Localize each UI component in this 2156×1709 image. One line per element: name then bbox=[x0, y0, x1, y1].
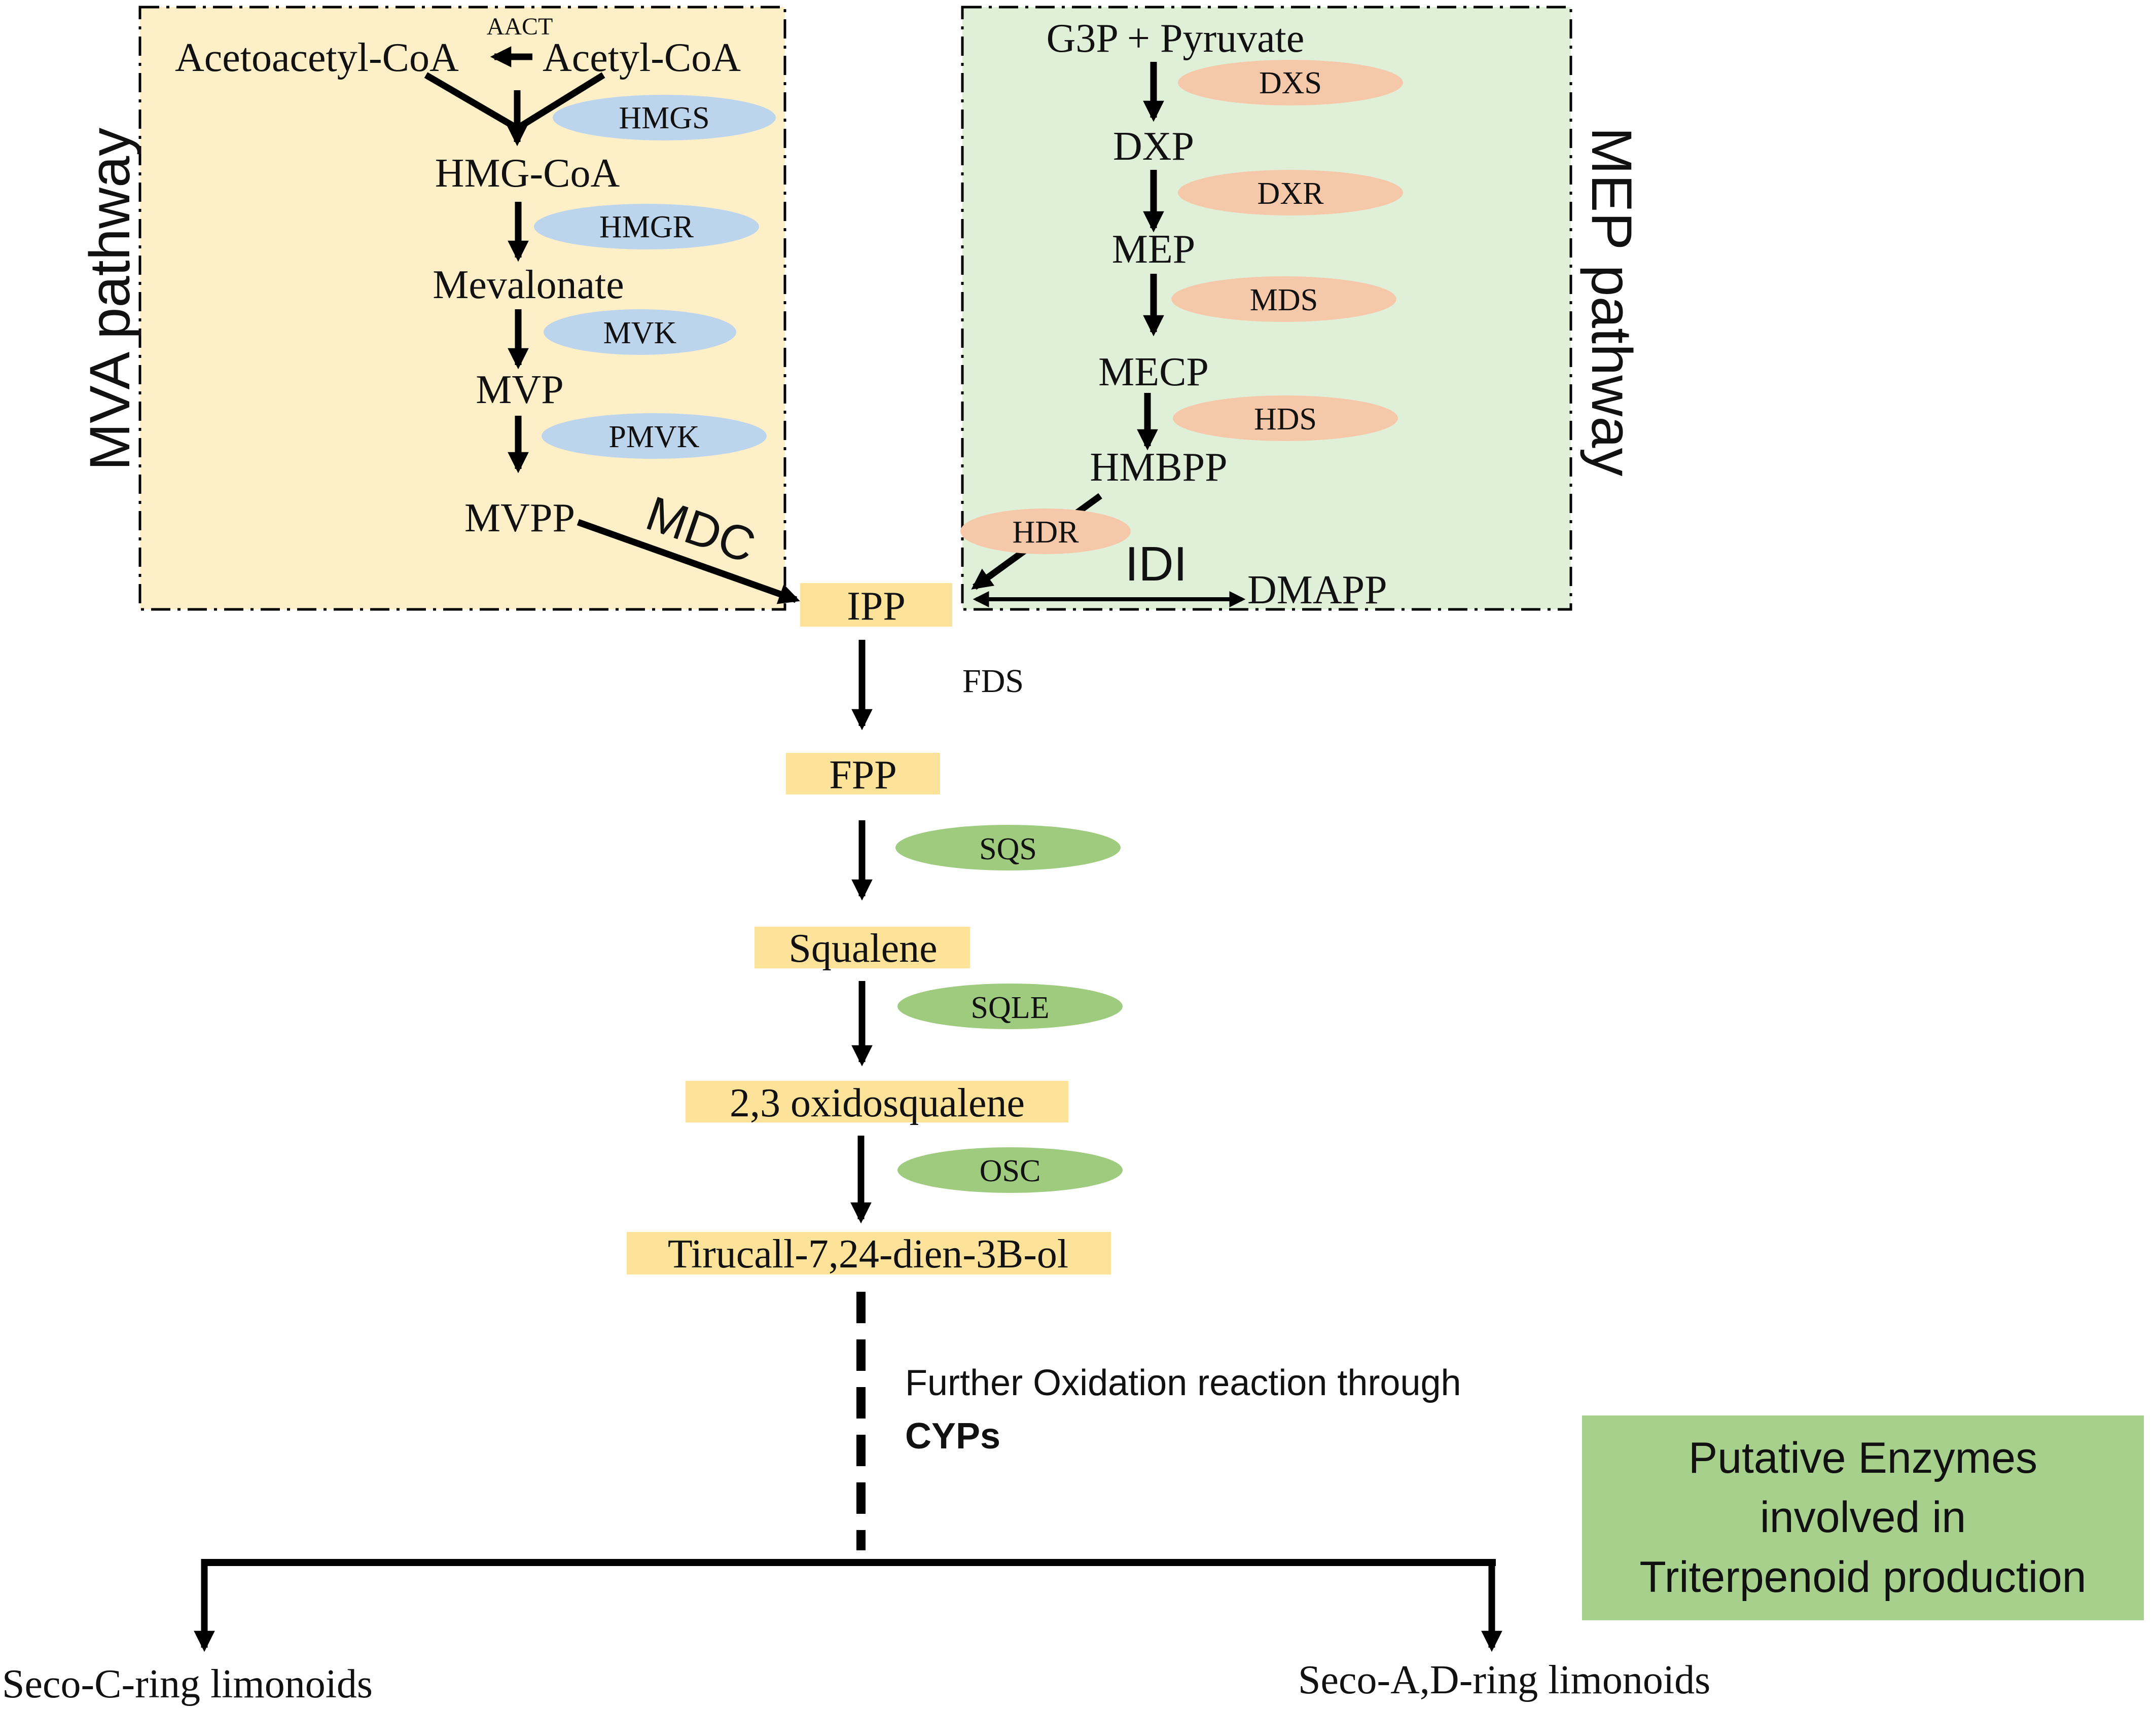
note-further-oxidation: Further Oxidation reaction through bbox=[905, 1363, 1461, 1403]
enzyme-dxs bbox=[1178, 60, 1403, 105]
enzyme-hdr bbox=[960, 508, 1131, 554]
enzyme-hds-label: HDS bbox=[1254, 402, 1317, 437]
enzyme-hmgs-label: HMGS bbox=[619, 101, 709, 135]
metabolite-mevalonate: Mevalonate bbox=[433, 263, 624, 307]
converge-line-left bbox=[424, 72, 517, 130]
enzyme-osc-label: OSC bbox=[980, 1154, 1041, 1188]
metabolite-oxidosqualene: 2,3 oxidosqualene bbox=[730, 1081, 1025, 1125]
box-oxidosqualene bbox=[686, 1081, 1068, 1122]
legend-line-3: Triterpenoid production bbox=[1639, 1553, 2086, 1602]
enzyme-hdr-label: HDR bbox=[1013, 515, 1080, 550]
metabolite-tirucall: Tirucall-7,24-dien-3B-ol bbox=[668, 1232, 1068, 1277]
box-squalene bbox=[754, 927, 970, 968]
metabolite-fpp: FPP bbox=[829, 753, 896, 797]
enzyme-sqle bbox=[897, 984, 1123, 1029]
metabolite-acetyl-coa: Acetyl-CoA bbox=[543, 35, 741, 80]
enzyme-sqle-label: SQLE bbox=[971, 991, 1050, 1025]
enzyme-mds-label: MDS bbox=[1250, 283, 1318, 317]
box-fpp bbox=[786, 753, 940, 794]
enzyme-sqs bbox=[895, 825, 1121, 870]
note-cyps: CYPs bbox=[905, 1416, 1000, 1457]
enzyme-hmgs bbox=[553, 95, 776, 140]
enzyme-dxr bbox=[1178, 170, 1403, 215]
metabolite-squalene: Squalene bbox=[788, 926, 937, 971]
enzyme-hmgr-label: HMGR bbox=[599, 210, 694, 244]
legend-line-1: Putative Enzymes bbox=[1688, 1434, 2037, 1482]
product-seco-ad-ring: Seco-A,D-ring limonoids bbox=[1298, 1658, 1710, 1702]
enzyme-pmvk-label: PMVK bbox=[608, 420, 699, 454]
enzyme-mds bbox=[1171, 276, 1396, 322]
enzyme-dxr-label: DXR bbox=[1257, 176, 1324, 211]
enzyme-sqs-label: SQS bbox=[979, 832, 1037, 866]
metabolite-mvp: MVP bbox=[476, 368, 563, 412]
metabolite-mvpp: MVPP bbox=[464, 496, 575, 540]
box-ipp bbox=[800, 583, 952, 627]
enzyme-mvk-label: MVK bbox=[603, 316, 677, 350]
metabolite-dmapp: DMAPP bbox=[1247, 568, 1387, 612]
enzyme-mvk bbox=[544, 309, 736, 355]
converge-line-right bbox=[518, 72, 605, 130]
enzyme-label-aact: AACT bbox=[487, 13, 553, 40]
metabolite-mecp: MECP bbox=[1098, 350, 1209, 394]
mep-pathway-title: MEP pathway bbox=[1580, 127, 1643, 477]
enzyme-osc bbox=[897, 1147, 1123, 1193]
metabolite-g3p-pyruvate: G3P + Pyruvate bbox=[1047, 16, 1305, 61]
product-seco-c-ring: Seco-C-ring limonoids bbox=[2, 1662, 373, 1706]
enzyme-hds bbox=[1173, 395, 1398, 441]
arrow-mdc bbox=[577, 519, 800, 604]
enzyme-hmgr bbox=[534, 204, 759, 249]
metabolite-hmbpp: HMBPP bbox=[1090, 445, 1227, 490]
mva-pathway-title: MVA pathway bbox=[78, 128, 141, 470]
enzyme-label-idi: IDI bbox=[1125, 537, 1188, 591]
legend-box bbox=[1582, 1415, 2144, 1620]
legend-line-2: involved in bbox=[1760, 1493, 1966, 1542]
enzyme-dxs-label: DXS bbox=[1259, 66, 1322, 100]
enzyme-pmvk bbox=[542, 413, 767, 459]
metabolite-mep: MEP bbox=[1112, 227, 1196, 272]
enzyme-label-fds: FDS bbox=[962, 663, 1024, 700]
metabolite-hmg-coa: HMG-CoA bbox=[435, 151, 620, 196]
metabolite-ipp: IPP bbox=[847, 584, 906, 629]
metabolite-acetoacetyl-coa: Acetoacetyl-CoA bbox=[175, 35, 459, 80]
box-tirucall bbox=[627, 1232, 1111, 1275]
metabolite-dxp: DXP bbox=[1113, 124, 1194, 169]
